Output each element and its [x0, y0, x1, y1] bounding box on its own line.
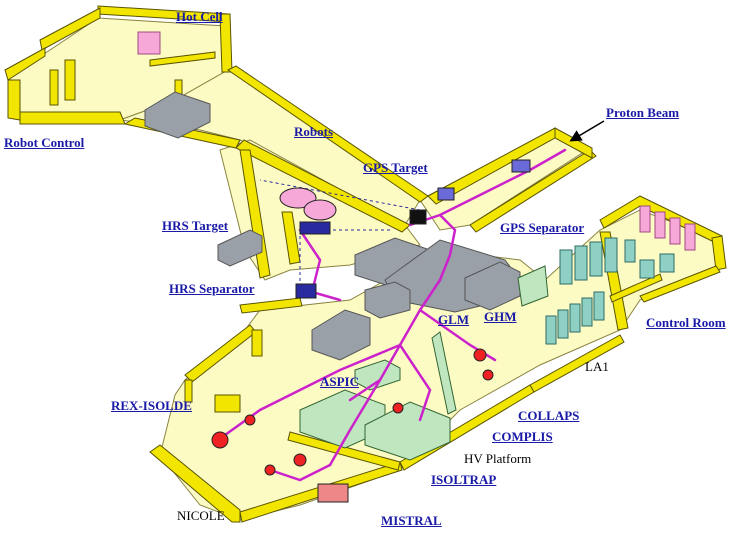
- rex-detector: [211, 431, 229, 449]
- wall-hotcell-west-top: [39, 7, 101, 51]
- wall-hall-west-2: [239, 297, 303, 314]
- walls: [4, 5, 727, 523]
- rack: [624, 239, 636, 263]
- concrete-blocks: [144, 91, 521, 361]
- proton-beam-arrow: [569, 120, 605, 142]
- hrs-separator-magnet: [295, 283, 317, 299]
- wall-ctrl-inner-2: [609, 273, 663, 303]
- complis-beamline: [398, 343, 432, 422]
- front-end-unit: [303, 199, 337, 221]
- wall-hall-west-4: [184, 379, 193, 403]
- rack: [545, 315, 557, 345]
- wall-ctrl-room-east: [711, 235, 727, 271]
- wall-hotcell-south: [7, 79, 21, 121]
- hrs-beamline: [298, 228, 342, 302]
- detector: [244, 414, 256, 426]
- rack: [569, 303, 581, 333]
- rack: [604, 237, 618, 273]
- wall-robot-ctrl: [19, 111, 126, 125]
- cabinet: [639, 205, 651, 233]
- wall-hotcell-inner-b: [49, 69, 59, 106]
- detector: [293, 453, 307, 467]
- label-isoltrap[interactable]: ISOLTRAP: [431, 472, 497, 487]
- wall-hall-west-5: [214, 394, 241, 413]
- detector: [473, 348, 487, 362]
- rack: [574, 245, 588, 281]
- label-mistral[interactable]: MISTRAL: [381, 513, 442, 528]
- label-robots[interactable]: Robots: [294, 124, 334, 139]
- label-complis[interactable]: COMPLIS: [492, 429, 553, 444]
- front-end-unit: [279, 187, 317, 209]
- label-hv-platform: HV Platform: [464, 451, 532, 466]
- concrete-lower: [364, 281, 411, 319]
- floor-proton-corridor: [419, 129, 592, 231]
- mistral-unit: [317, 483, 349, 503]
- label-aspic[interactable]: ASPIC: [320, 374, 360, 389]
- cabinet: [684, 223, 696, 251]
- rack: [581, 297, 593, 327]
- label-proton-beam[interactable]: Proton Beam: [606, 105, 680, 120]
- equipment: [211, 159, 531, 503]
- label-glm[interactable]: GLM: [438, 312, 470, 327]
- la1-box: [517, 265, 549, 307]
- detector: [392, 402, 404, 414]
- racks: [545, 237, 675, 345]
- detector: [264, 464, 276, 476]
- label-robot-control[interactable]: Robot Control: [4, 135, 85, 150]
- isoltrap-beamline: [328, 378, 382, 467]
- wall-hall-west-3: [251, 329, 263, 357]
- label-control-room[interactable]: Control Room: [646, 315, 726, 330]
- cabinet: [654, 211, 666, 239]
- concrete-hrs-sep: [311, 309, 371, 361]
- label-la1: LA1: [585, 359, 609, 374]
- aspic-platform: [354, 359, 401, 391]
- label-ghm[interactable]: GHM: [484, 309, 517, 324]
- rack: [559, 249, 573, 285]
- collaps-beamline: [418, 308, 497, 362]
- wall-proton-south: [469, 149, 597, 233]
- cabinets: [137, 31, 696, 251]
- nicole-beamline: [268, 463, 332, 482]
- label-hrs-target[interactable]: HRS Target: [162, 218, 229, 233]
- label-rex-isolde[interactable]: REX-ISOLDE: [111, 398, 192, 413]
- label-hot-cell[interactable]: Hot Cell: [176, 9, 223, 24]
- label-nicole: NICOLE: [177, 508, 225, 523]
- platforms: [299, 265, 549, 461]
- wall-hall-east: [529, 334, 625, 393]
- concrete-hrs-target: [217, 229, 263, 267]
- rack: [589, 241, 603, 277]
- wall-hotcell-west: [4, 47, 46, 81]
- label-collaps[interactable]: COLLAPS: [518, 408, 580, 423]
- black-block: [409, 209, 427, 225]
- label-gps-target[interactable]: GPS Target: [363, 160, 428, 175]
- rack: [593, 291, 605, 321]
- proton-beamline: [408, 148, 567, 227]
- label-hrs-separator[interactable]: HRS Separator: [169, 281, 255, 296]
- concrete-ghm: [464, 261, 521, 311]
- label-gps-separator[interactable]: GPS Separator: [500, 220, 585, 235]
- cabinet: [669, 217, 681, 245]
- hot-cell-unit: [137, 31, 161, 55]
- wall-hotcell-inner-a: [64, 59, 76, 101]
- wall-ctrl-room-south: [639, 265, 721, 303]
- gps-target-unit: [437, 187, 455, 201]
- rack: [557, 309, 569, 339]
- proton-end-unit: [511, 159, 531, 173]
- wall-hall-south-2: [287, 431, 401, 471]
- glm-mast: [431, 331, 457, 415]
- hrs-target-unit: [299, 221, 331, 235]
- wall-hall-southwest: [149, 444, 241, 523]
- rack: [659, 253, 675, 273]
- rack: [639, 259, 655, 279]
- gps-beamline: [438, 213, 457, 282]
- wall-hotcell-inner-c: [149, 51, 216, 67]
- detector: [482, 369, 494, 381]
- concrete-hotcell: [144, 91, 211, 139]
- complis-platform: [364, 401, 451, 461]
